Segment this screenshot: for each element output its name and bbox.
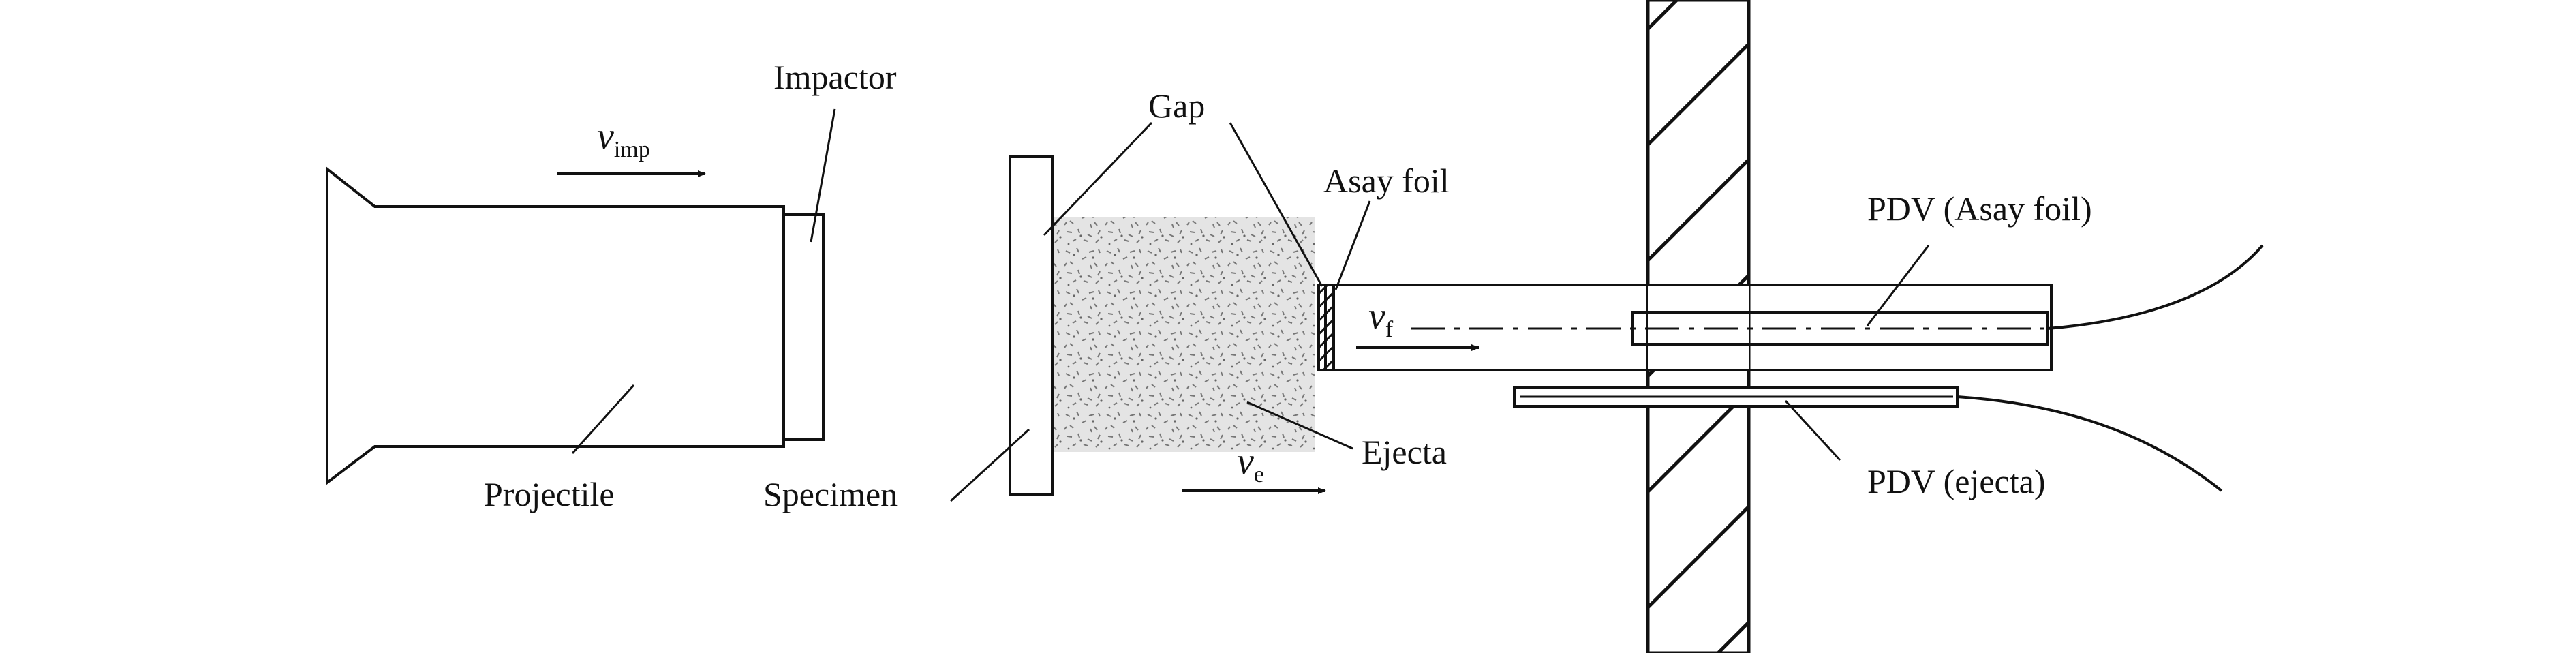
impactor-plate <box>782 213 825 441</box>
pdv-asay-foil-label: PDV (Asay foil) <box>1867 189 2092 228</box>
pdv-asay-foil-fiber <box>2047 244 2264 330</box>
specimen-plate <box>1009 155 1054 496</box>
ejecta-leader <box>1246 401 1353 450</box>
projectile-leader <box>571 384 635 455</box>
pdv-asay-foil-leader <box>1866 245 1930 326</box>
projectile-body <box>326 166 785 486</box>
impactor-leader <box>810 108 836 243</box>
v-e-label: ve <box>1237 440 1264 487</box>
impactor-label: Impactor <box>773 58 897 96</box>
ejecta-cloud <box>1054 217 1315 452</box>
v-f-label: vf <box>1368 295 1394 342</box>
pdv-ejecta-fiber <box>1957 395 2223 492</box>
asay-foil-leader <box>1334 200 1371 290</box>
pdv-ejecta-leader <box>1784 399 1841 461</box>
specimen-label: Specimen <box>763 475 898 513</box>
gap-leader-right <box>1229 122 1323 287</box>
gap-leader-left <box>1043 121 1153 237</box>
ejecta-label: Ejecta <box>1362 433 1447 471</box>
gap-label: Gap <box>1148 87 1205 125</box>
pdv-ejecta-label: PDV (ejecta) <box>1867 462 2045 500</box>
asay-foil <box>1317 284 1335 371</box>
projectile-label: Projectile <box>484 475 615 513</box>
asay-foil-label: Asay foil <box>1323 162 1450 200</box>
specimen-leader <box>949 428 1030 502</box>
v-imp-label: vimp <box>597 115 650 162</box>
